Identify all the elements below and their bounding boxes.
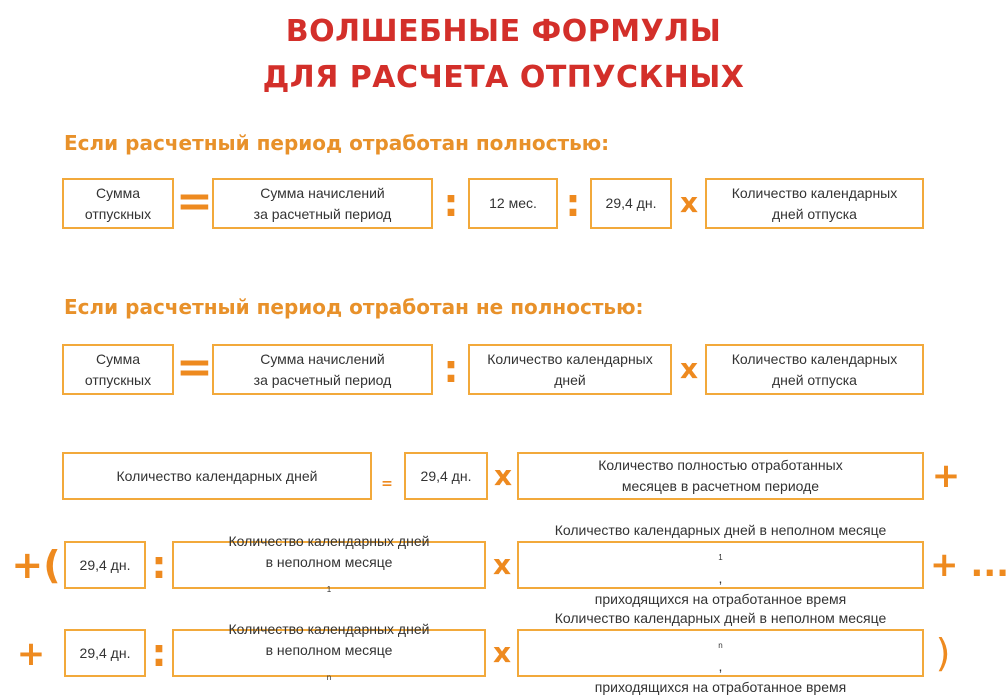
- s2-box-calendar-days-line-1: Количество календарных: [487, 350, 653, 367]
- f-row2-box-partial-line-2: в неполном месяце: [265, 553, 393, 570]
- f-row3-box-partial-line-1: Количество календарных дней: [228, 620, 430, 637]
- f-row2-box-29-4-days: 29,4 дн.: [64, 541, 146, 589]
- s1-box-accrual-sum: Сумма начислений за расчетный период: [212, 178, 433, 229]
- f-row3-worked-subscript: n: [718, 640, 723, 650]
- section-1-heading: Если расчетный период отработан полность…: [64, 131, 610, 155]
- f-row3-multiply-sign: x: [492, 636, 512, 669]
- f-row3-box-29-4-days: 29,4 дн.: [64, 629, 146, 677]
- s1-box-vacation-pay-line-1: Сумма: [95, 184, 140, 201]
- s2-box-vacation-pay-line-1: Сумма: [95, 350, 140, 367]
- s2-box-accrual-line-1: Сумма начислений: [260, 350, 385, 367]
- s1-box-29-4-days: 29,4 дн.: [590, 178, 672, 229]
- f-row1-equals-sign: =: [381, 476, 393, 492]
- f-row1-box-29-4-days: 29,4 дн.: [404, 452, 488, 500]
- s1-equals-sign: =: [176, 176, 213, 227]
- f-row3-box-worked-line-2: приходящихся на отработанное время: [594, 678, 847, 695]
- s2-box-accrual-sum: Сумма начислений за расчетный период: [212, 344, 433, 395]
- f-row1-box-full-months-line-1: Количество полностью отработанных: [598, 457, 843, 473]
- page-title-line-1: ВОЛШЕБНЫЕ ФОРМУЛЫ: [285, 14, 722, 49]
- s1-box-vacation-days: Количество календарных дней отпуска: [705, 178, 924, 229]
- section-2-heading: Если расчетный период отработан не полно…: [64, 295, 644, 319]
- s2-divide-sign: :: [443, 347, 459, 391]
- f-row3-partial-subscript: n: [326, 672, 332, 682]
- s2-multiply-sign: x: [679, 352, 699, 385]
- f-row1-multiply-sign: x: [493, 459, 513, 492]
- s2-box-vacation-days: Количество календарных дней отпуска: [705, 344, 924, 395]
- s1-box-accrual-line-2: за расчетный период: [253, 205, 392, 222]
- s1-box-vacation-days-line-1: Количество календарных: [731, 184, 898, 201]
- f-row2-box-partial-month-days: Количество календарных дней в неполном ме…: [172, 533, 486, 593]
- f-row2-partial-subscript: 1: [326, 584, 332, 594]
- f-row3-box-partial-month-days: Количество календарных дней в неполном ме…: [172, 621, 486, 681]
- s1-box-accrual-line-1: Сумма начислений: [260, 184, 385, 201]
- s2-box-vacation-days-line-1: Количество календарных: [731, 350, 898, 367]
- f-row2-worked-comma: ,: [718, 569, 723, 586]
- f-row2-box-worked-days: Количество календарных дней в неполном м…: [517, 522, 924, 607]
- f-row3-box-partial-line-2: в неполном месяце: [265, 641, 393, 658]
- s2-box-vacation-pay-line-2: отпускных: [84, 371, 152, 388]
- s2-box-accrual-line-2: за расчетный период: [253, 371, 392, 388]
- s1-divide-sign-1: :: [443, 181, 459, 225]
- s1-box-12-months: 12 мес.: [468, 178, 558, 229]
- f-row2-box-partial-line-1: Количество календарных дней: [228, 532, 430, 549]
- page-title-line-2: ДЛЯ РАСЧЕТА ОТПУСКНЫХ: [262, 60, 745, 95]
- f-row3-box-worked-line-1: Количество календарных дней в неполном м…: [554, 610, 887, 627]
- f-row1-box-calendar-days: Количество календарных дней: [62, 452, 372, 500]
- s2-box-vacation-days-line-2: дней отпуска: [772, 371, 857, 388]
- s1-multiply-sign: x: [679, 186, 699, 219]
- f-row3-worked-comma: ,: [718, 657, 723, 674]
- f-row1-plus-sign: +: [931, 456, 961, 496]
- f-row1-box-full-months: Количество полностью отработанных месяцев…: [517, 452, 924, 500]
- s2-equals-sign: =: [176, 342, 213, 393]
- s2-box-vacation-pay: Сумма отпускных: [62, 344, 174, 395]
- s1-box-vacation-pay: Сумма отпускных: [62, 178, 174, 229]
- f-row2-plus-open-paren: +(: [11, 543, 61, 587]
- f-row2-multiply-sign: x: [492, 548, 512, 581]
- s2-box-calendar-days: Количество календарных дней: [468, 344, 672, 395]
- f-row2-box-worked-line-1: Количество календарных дней в неполном м…: [554, 522, 887, 539]
- f-row3-plus-sign: +: [16, 634, 46, 674]
- f-row3-close-paren: ): [935, 631, 951, 675]
- f-row2-box-worked-line-2: приходящихся на отработанное время: [594, 590, 847, 607]
- f-row2-worked-subscript: 1: [718, 552, 723, 562]
- f-row3-box-worked-days: Количество календарных дней в неполном м…: [517, 610, 924, 695]
- f-row3-divide-sign: :: [151, 631, 167, 675]
- s1-box-vacation-days-line-2: дней отпуска: [772, 205, 857, 222]
- f-row1-box-full-months-line-2: месяцев в расчетном периоде: [621, 478, 820, 494]
- s1-box-vacation-pay-line-2: отпускных: [84, 205, 152, 222]
- s2-box-calendar-days-line-2: дней: [554, 371, 586, 388]
- f-row2-plus-ellipsis: + ...: [930, 545, 1007, 585]
- s1-divide-sign-2: :: [565, 181, 581, 225]
- f-row2-divide-sign: :: [151, 543, 167, 587]
